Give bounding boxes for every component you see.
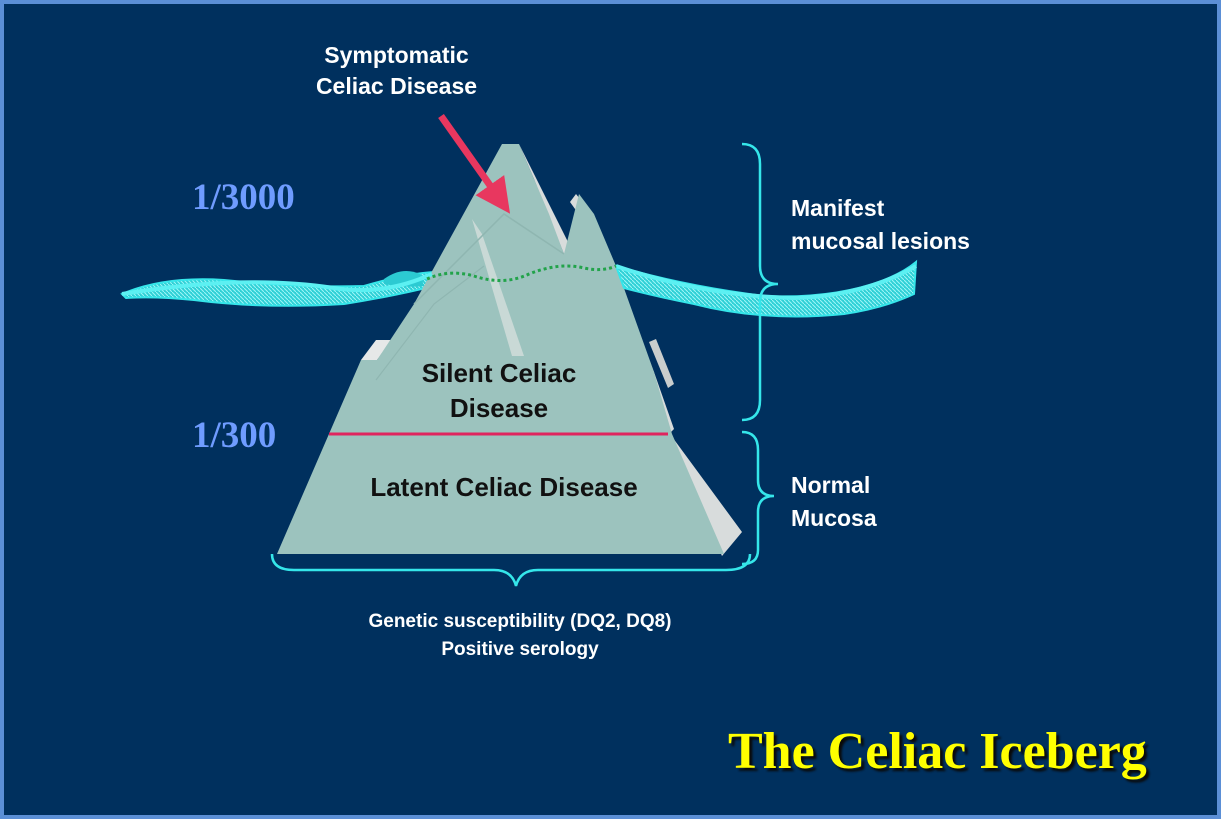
genetic-susceptibility-label: Genetic susceptibility (DQ2, DQ8) Positi… (304, 608, 736, 664)
normal-line-1: Normal (791, 469, 877, 502)
genetic-line-2: Positive serology (304, 636, 736, 664)
silent-line-2: Disease (394, 391, 604, 426)
water-surface-right (616, 262, 916, 316)
brace-bottom (272, 554, 750, 586)
brace-normal (742, 432, 774, 564)
symptomatic-line-2: Celiac Disease (274, 71, 519, 102)
genetic-line-1: Genetic susceptibility (DQ2, DQ8) (304, 608, 736, 636)
manifest-line-2: mucosal lesions (791, 225, 970, 258)
silent-line-1: Silent Celiac (394, 356, 604, 391)
normal-mucosa-label: Normal Mucosa (791, 469, 877, 535)
silent-celiac-label: Silent Celiac Disease (394, 356, 604, 426)
manifest-line-1: Manifest (791, 192, 970, 225)
latent-celiac-label: Latent Celiac Disease (304, 470, 704, 504)
brace-manifest (742, 144, 778, 420)
ratio-upper: 1/3000 (192, 178, 295, 218)
symptomatic-line-1: Symptomatic (274, 40, 519, 71)
manifest-lesions-label: Manifest mucosal lesions (791, 192, 970, 258)
symptomatic-label: Symptomatic Celiac Disease (274, 40, 519, 102)
normal-line-2: Mucosa (791, 502, 877, 535)
iceberg-diagram (4, 4, 1221, 819)
slide-title: The Celiac Iceberg (728, 722, 1147, 782)
ratio-lower: 1/300 (192, 416, 276, 456)
